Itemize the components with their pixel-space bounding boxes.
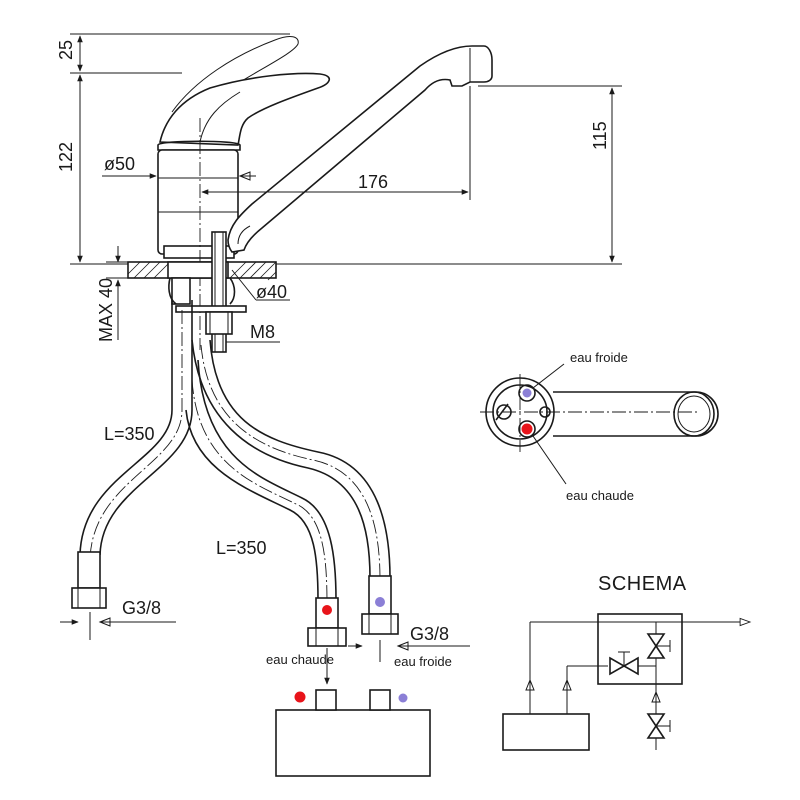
dim-d50: ø50 bbox=[104, 154, 135, 174]
supply-box bbox=[275, 689, 431, 777]
hose-right bbox=[191, 339, 371, 579]
hose-middle bbox=[185, 409, 319, 601]
dim-l350-left: L=350 bbox=[104, 424, 155, 444]
dim-176: 176 bbox=[358, 172, 388, 192]
dim-25: 25 bbox=[56, 40, 76, 60]
dim-d40: ø40 bbox=[256, 282, 287, 302]
hot-marker-box bbox=[294, 691, 306, 703]
label-cold-top: eau froide bbox=[570, 350, 628, 365]
lever-inner-line bbox=[199, 91, 241, 143]
schema-diagram bbox=[502, 613, 752, 751]
faucet-side-view bbox=[127, 36, 493, 353]
lever-handle bbox=[159, 72, 330, 146]
dimension-lines bbox=[60, 33, 622, 685]
cold-marker-hose bbox=[375, 597, 385, 607]
hot-marker-top bbox=[521, 423, 533, 435]
dim-g38-left: G3/8 bbox=[122, 598, 161, 618]
dim-l350-mid: L=350 bbox=[216, 538, 267, 558]
cold-marker-top bbox=[522, 388, 532, 398]
cold-marker-box bbox=[398, 693, 408, 703]
schema-title: SCHEMA bbox=[598, 573, 687, 595]
dim-122: 122 bbox=[56, 142, 76, 172]
flexible-hoses bbox=[71, 300, 399, 647]
dim-115: 115 bbox=[590, 121, 610, 150]
top-view-detail bbox=[480, 363, 719, 485]
dim-m8: M8 bbox=[250, 322, 275, 342]
label-hot-hose: eau chaude bbox=[266, 652, 334, 667]
spout bbox=[227, 45, 493, 253]
mounting-hardware bbox=[168, 231, 247, 353]
dim-g38-right: G3/8 bbox=[410, 624, 449, 644]
label-cold-hose: eau froide bbox=[394, 654, 452, 669]
hose-left bbox=[79, 300, 173, 556]
countertop-section bbox=[127, 261, 277, 281]
label-hot-top: eau chaude bbox=[566, 488, 634, 503]
lever-cap bbox=[157, 140, 241, 151]
dim-max40: MAX 40 bbox=[96, 278, 116, 342]
hot-marker-hose bbox=[322, 605, 332, 615]
